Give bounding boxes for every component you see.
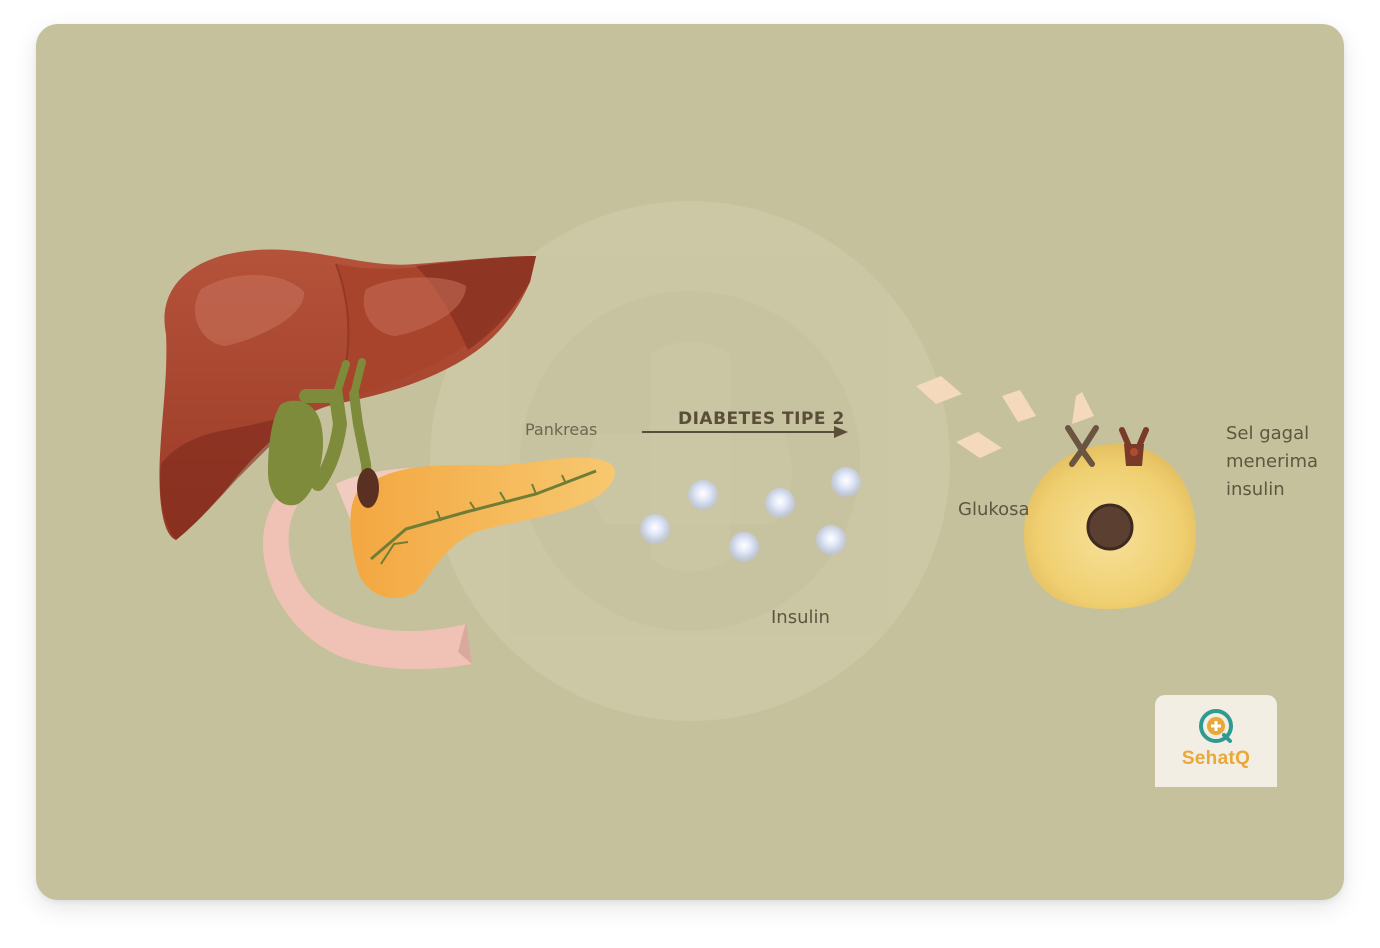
pancreas-label: Pankreas (525, 420, 598, 439)
insulin-molecule (640, 514, 670, 544)
insulin-molecule (765, 488, 795, 518)
sehatq-logo: SehatQ (1155, 695, 1277, 787)
insulin-receptor (1065, 425, 1099, 467)
gallbladder (268, 358, 379, 508)
diagram-title: DIABETES TIPE 2 (678, 409, 845, 429)
sehatq-logo-text: SehatQ (1181, 748, 1251, 769)
insulin-receptor (1119, 427, 1149, 466)
cell-label: Sel gagal menerima insulin (1226, 423, 1319, 500)
diagram-card: Pankreas DIABETES TIPE 2 Insulin Glukosa… (36, 24, 1344, 900)
glucose-molecule (956, 432, 1002, 458)
glucose-molecule (1072, 392, 1094, 424)
pancreas (350, 457, 615, 599)
insulin-molecule (688, 480, 718, 510)
diagram-canvas (159, 201, 1196, 721)
insulin-molecule (831, 467, 861, 497)
glucose-molecules (916, 376, 1094, 458)
insulin-label: Insulin (771, 607, 830, 628)
sehatq-watermark-icon (430, 201, 950, 721)
glucose-molecule (1002, 390, 1036, 422)
target-cell (1024, 425, 1196, 609)
cell-nucleus (1086, 503, 1134, 551)
sehatq-logo-icon (1199, 709, 1233, 743)
insulin-molecule (729, 532, 759, 562)
insulin-molecule (816, 525, 846, 555)
direction-arrow (642, 426, 848, 438)
glucose-molecule (916, 376, 962, 404)
insulin-molecules (640, 467, 861, 562)
glucose-label: Glukosa (958, 499, 1030, 520)
